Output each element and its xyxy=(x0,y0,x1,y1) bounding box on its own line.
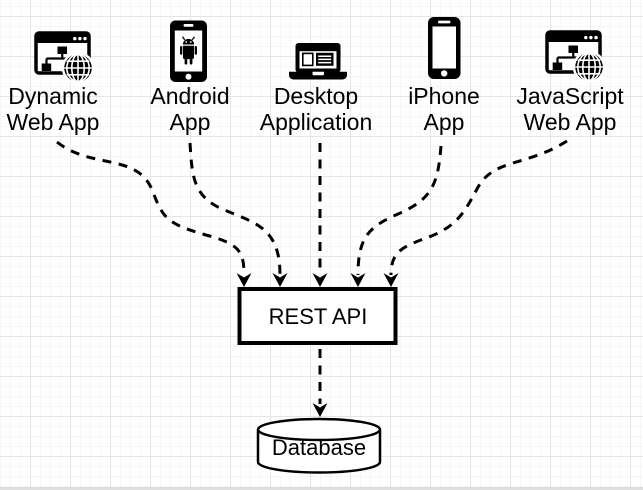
javascript-web-app-label-line1: JavaScript xyxy=(516,83,624,109)
rest-api-label: REST API xyxy=(269,304,368,329)
dynamic-web-app-icon xyxy=(34,31,97,87)
arrowhead-javascript-web-app xyxy=(383,273,399,287)
javascript-web-app-label-line2: Web App xyxy=(524,109,617,135)
arrowhead-dynamic-web-app xyxy=(236,273,252,287)
database-cylinder xyxy=(256,417,382,474)
dynamic-web-app-label-line2: Web App xyxy=(7,109,100,135)
android-app-label-line2: App xyxy=(170,109,211,135)
arrowhead-android-app xyxy=(272,273,288,287)
edge-dynamic-web-app-to-rest-api xyxy=(56,140,246,276)
connectors xyxy=(56,139,568,417)
laptop-browser-icon xyxy=(289,43,347,80)
client-node-iphone-app: iPhone App xyxy=(408,17,480,135)
dynamic-web-app-label-line1: Dynamic xyxy=(8,83,97,109)
iphone-app-label-line2: App xyxy=(424,109,465,135)
arrowhead-rest-api-to-database xyxy=(312,403,328,417)
iphone-app-label-line1: iPhone xyxy=(408,83,480,109)
edge-android-app-to-rest-api xyxy=(188,142,282,276)
arrowhead-desktop-application xyxy=(312,273,328,287)
database-label: Database xyxy=(272,435,366,460)
android-robot-glyph xyxy=(180,36,197,65)
edge-javascript-web-app-to-rest-api xyxy=(389,139,568,276)
client-node-javascript-web-app: JavaScript Web App xyxy=(516,30,624,135)
desktop-application-label-line2: Application xyxy=(260,109,373,135)
desktop-application-label-line1: Desktop xyxy=(274,83,358,109)
android-app-label-line1: Android xyxy=(150,83,229,109)
javascript-web-app-icon xyxy=(545,30,608,86)
client-node-desktop-application: Desktop Application xyxy=(260,43,373,135)
database-cylinder-top-edge xyxy=(256,429,382,442)
client-node-android-app: Android App xyxy=(150,20,230,135)
database-node: Database xyxy=(256,417,382,474)
smartphone-icon xyxy=(428,17,461,79)
rest-api-node: REST API xyxy=(237,287,398,345)
android-phone-icon xyxy=(170,20,207,82)
edge-iphone-app-to-rest-api xyxy=(356,145,443,276)
arrowhead-iphone-app xyxy=(350,273,366,287)
rest-api-box xyxy=(237,287,398,345)
client-node-dynamic-web-app: Dynamic Web App xyxy=(7,31,100,135)
